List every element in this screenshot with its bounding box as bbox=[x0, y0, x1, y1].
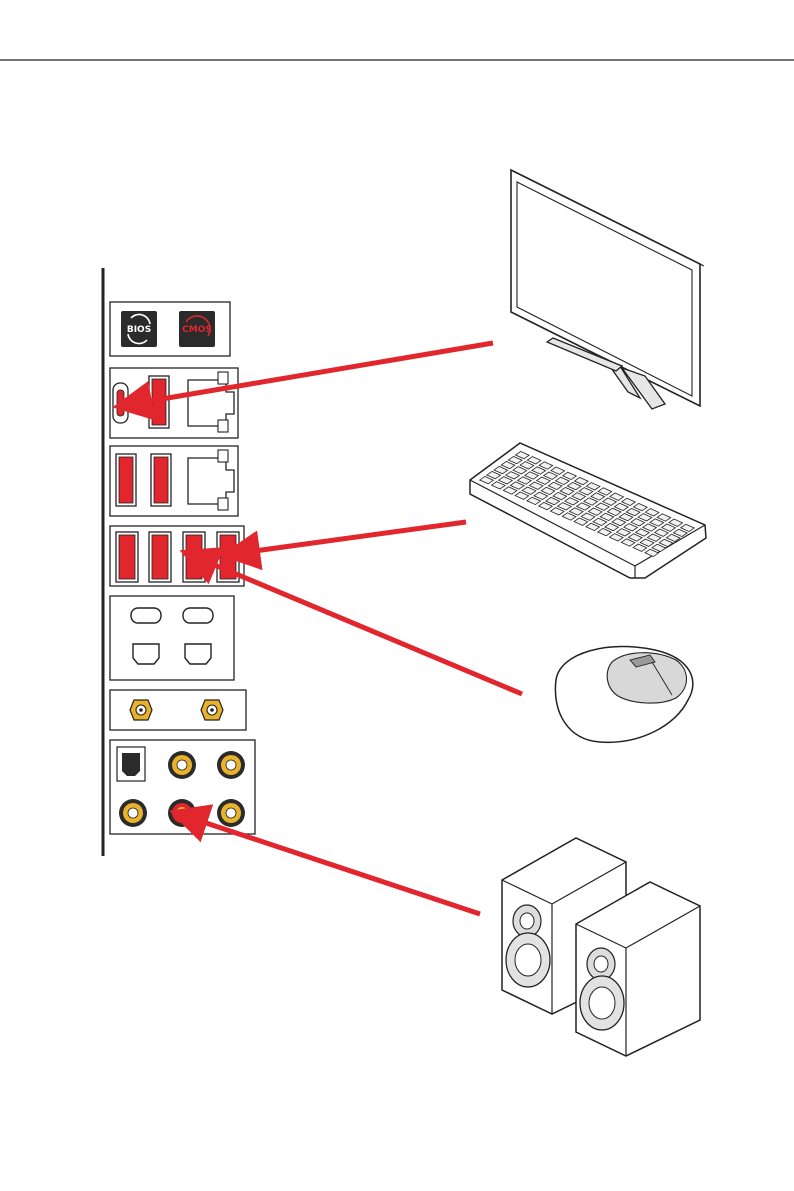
bios-cmos-block: BIOS CMOS bbox=[110, 302, 230, 356]
antenna-block bbox=[110, 690, 246, 730]
mini-display-port[interactable] bbox=[133, 644, 159, 664]
display-port[interactable] bbox=[183, 608, 213, 623]
audio-line-out-jack[interactable] bbox=[168, 799, 196, 827]
usbc-lan-block bbox=[110, 368, 238, 438]
clear-cmos-button[interactable]: CMOS bbox=[179, 311, 215, 347]
bios-button-label: BIOS bbox=[127, 325, 151, 335]
lan-port[interactable] bbox=[188, 372, 234, 432]
audio-block bbox=[110, 740, 255, 834]
arrow-mouse-to-usb bbox=[198, 558, 522, 694]
audio-jack[interactable] bbox=[217, 751, 245, 779]
arrow-speakers-to-line-out bbox=[188, 817, 480, 914]
io-panel: BIOS CMOS bbox=[103, 268, 255, 856]
speakers-icon bbox=[502, 838, 700, 1056]
mini-display-port[interactable] bbox=[185, 644, 211, 664]
usb-lan-block bbox=[110, 446, 238, 516]
usb-a-port[interactable] bbox=[116, 454, 136, 506]
audio-jack[interactable] bbox=[217, 799, 245, 827]
mouse-icon bbox=[555, 647, 692, 743]
display-port[interactable] bbox=[131, 608, 161, 623]
usb-quad-block bbox=[110, 526, 244, 586]
antenna-connector[interactable] bbox=[130, 700, 152, 720]
audio-jack[interactable] bbox=[119, 799, 147, 827]
arrow-keyboard-to-usb bbox=[240, 522, 466, 553]
display-port-block bbox=[110, 596, 234, 680]
usb-a-port[interactable] bbox=[149, 532, 171, 582]
cmos-button-label: CMOS bbox=[182, 325, 212, 335]
audio-jack[interactable] bbox=[168, 751, 196, 779]
lan-port[interactable] bbox=[188, 450, 234, 510]
optical-spdif-port[interactable] bbox=[117, 747, 145, 781]
usb-a-port[interactable] bbox=[116, 532, 138, 582]
bios-flashback-button[interactable]: BIOS bbox=[121, 311, 157, 347]
keyboard-icon bbox=[470, 443, 706, 578]
usb-c-port[interactable] bbox=[113, 383, 128, 423]
monitor-icon bbox=[511, 170, 704, 409]
antenna-connector[interactable] bbox=[201, 700, 223, 720]
usb-a-port[interactable] bbox=[151, 454, 171, 506]
